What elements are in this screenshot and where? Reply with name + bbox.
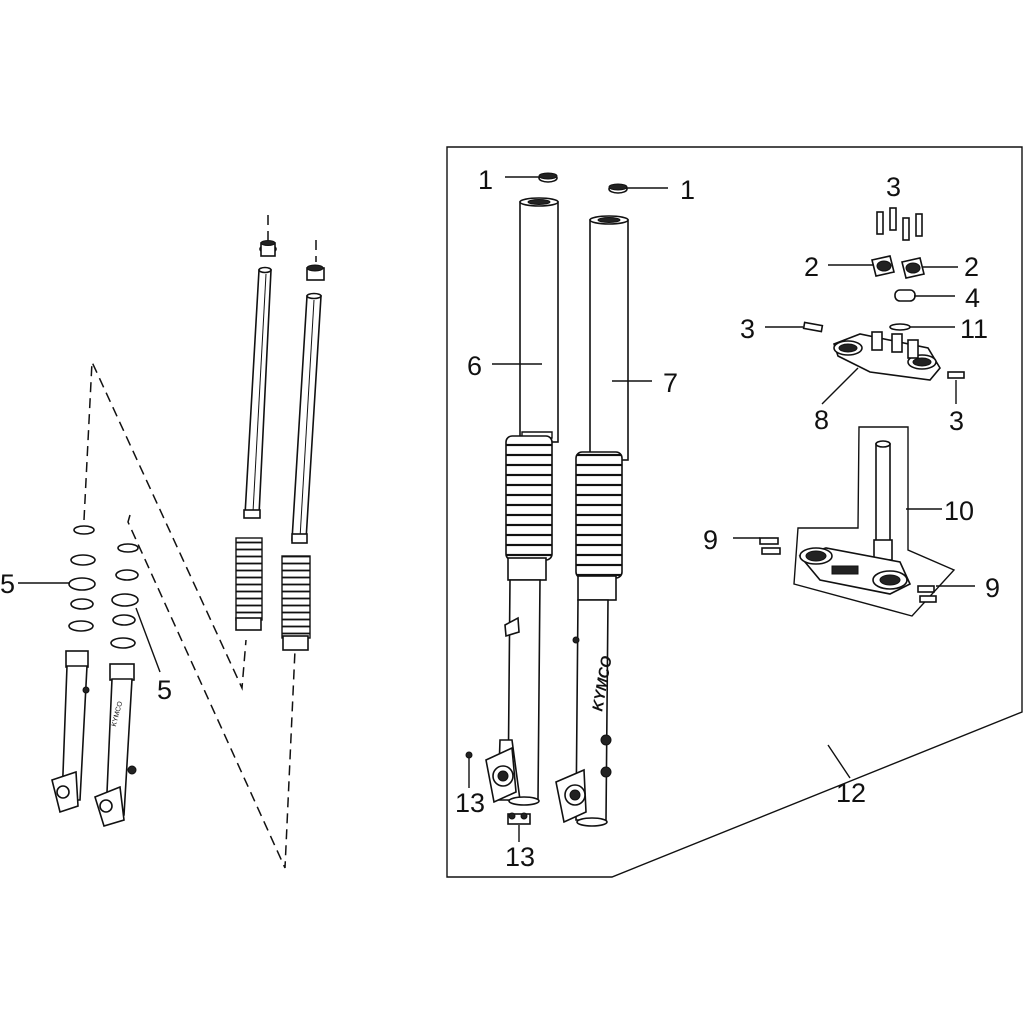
top-bridge-bolt-left bbox=[802, 321, 824, 333]
left-exploded-view: KYMCO 5 5 bbox=[0, 215, 325, 869]
drain-bolt-13b bbox=[507, 812, 531, 825]
callout-13b: 13 bbox=[505, 842, 535, 872]
callout-3b: 3 bbox=[740, 314, 755, 344]
small-fork-tube-right bbox=[291, 292, 322, 544]
callout-2a: 2 bbox=[804, 252, 819, 282]
steering-stem-10 bbox=[873, 440, 893, 561]
assembly-border bbox=[446, 146, 1023, 878]
callout-5b: 5 bbox=[157, 675, 172, 705]
small-bellows-right bbox=[281, 555, 311, 651]
handlebar-holder bbox=[871, 255, 925, 279]
seal-ring-stack-right bbox=[110, 543, 139, 649]
callout-5a: 5 bbox=[0, 569, 15, 599]
dust-boot-left bbox=[505, 431, 553, 581]
bottom-bridge-bolts-right bbox=[917, 585, 937, 603]
guide-line bbox=[127, 514, 296, 869]
o-ring-11 bbox=[889, 323, 911, 331]
small-lower-leg-right: KYMCO bbox=[94, 663, 137, 827]
callout-4: 4 bbox=[965, 283, 980, 313]
callout-9a: 9 bbox=[703, 525, 718, 555]
guide-line bbox=[83, 361, 247, 691]
callout-3a: 3 bbox=[886, 172, 901, 202]
steering-stem-border bbox=[793, 426, 956, 617]
callout-1b: 1 bbox=[680, 175, 695, 205]
callout-12: 12 bbox=[836, 778, 866, 808]
small-lower-leg-left bbox=[51, 650, 90, 814]
inner-tube-6 bbox=[519, 197, 559, 443]
handlebar-holder-bolts bbox=[876, 207, 923, 241]
callout-7: 7 bbox=[663, 368, 678, 398]
top-bridge-8 bbox=[832, 331, 941, 381]
callout-6: 6 bbox=[467, 351, 482, 381]
holder-collar-4 bbox=[894, 289, 916, 302]
callout-3c: 3 bbox=[949, 406, 964, 436]
callout-10: 10 bbox=[944, 496, 974, 526]
callout-11: 11 bbox=[960, 314, 988, 344]
outer-leg-left bbox=[485, 579, 541, 806]
bottom-bridge-bolts-left bbox=[759, 537, 781, 555]
callout-8: 8 bbox=[814, 405, 829, 435]
outer-leg-right: KYMCO bbox=[555, 599, 616, 827]
seal-ring-stack-left bbox=[68, 525, 96, 632]
main-assembly: KYMCO bbox=[446, 146, 1023, 878]
bottom-bridge bbox=[798, 547, 912, 595]
callout-9b: 9 bbox=[985, 573, 1000, 603]
dust-boot-right bbox=[575, 451, 623, 601]
small-bellows-left bbox=[235, 537, 263, 631]
drain-bolt-13a bbox=[465, 751, 473, 772]
small-fork-tube-left bbox=[243, 266, 272, 519]
small-cap-right bbox=[306, 264, 325, 281]
fork-cap-bolt-left bbox=[538, 172, 558, 183]
small-cap-left bbox=[259, 240, 277, 257]
callout-2b: 2 bbox=[964, 252, 979, 282]
top-bridge-bolt-right bbox=[947, 371, 965, 379]
callout-1a: 1 bbox=[478, 165, 493, 195]
fork-cap-bolt-right bbox=[608, 183, 628, 194]
callout-13a: 13 bbox=[455, 788, 485, 818]
inner-tube-7 bbox=[589, 215, 629, 461]
